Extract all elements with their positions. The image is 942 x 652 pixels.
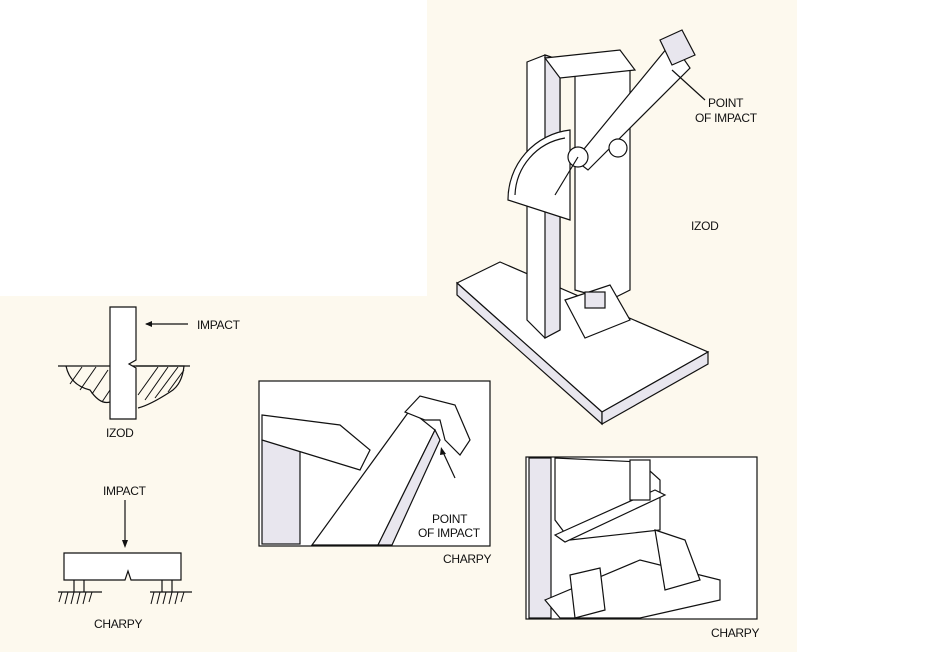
izod-machine-title: IZOD bbox=[691, 219, 719, 233]
izod-impact-label: IMPACT bbox=[197, 318, 241, 332]
charpy-machine-illustration bbox=[525, 456, 758, 620]
izod-schematic bbox=[58, 306, 190, 420]
charpy-schematic-title: CHARPY bbox=[94, 617, 143, 631]
charpy-detail-illustration bbox=[258, 380, 491, 547]
charpy-detail-point-line2: OF IMPACT bbox=[418, 526, 481, 540]
charpy-schematic bbox=[58, 500, 192, 605]
charpy-machine-title: CHARPY bbox=[711, 626, 760, 640]
charpy-detail-title: CHARPY bbox=[443, 552, 492, 566]
izod-schematic-title: IZOD bbox=[106, 426, 134, 440]
izod-point-label-line1: POINT bbox=[708, 96, 744, 110]
charpy-detail-point-line1: POINT bbox=[432, 512, 468, 526]
izod-point-label-line2: OF IMPACT bbox=[695, 111, 758, 125]
charpy-impact-label: IMPACT bbox=[103, 484, 147, 498]
izod-machine-illustration bbox=[455, 29, 710, 426]
